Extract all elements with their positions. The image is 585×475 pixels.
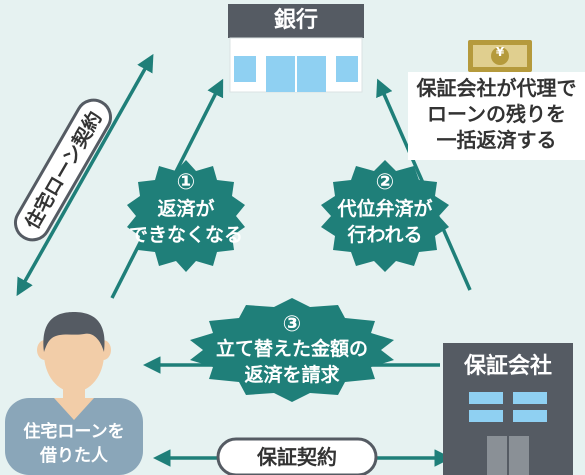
note-box — [408, 72, 585, 160]
burst-1 — [127, 160, 245, 272]
borrower-line-2: 借りた人 — [40, 446, 108, 466]
step-2-line-1: 代位弁済が — [337, 198, 433, 220]
yen-symbol: ¥ — [495, 45, 505, 59]
burst-2 — [321, 160, 449, 272]
step-1-number: ① — [176, 170, 196, 195]
step-3-line-1: 立て替えた金額の — [215, 338, 368, 360]
note-line-1: 保証会社が代理で — [416, 76, 577, 100]
guarantee-contract-pill — [216, 437, 378, 475]
burst-3 — [190, 298, 394, 402]
step-2-line-2: 行われる — [347, 224, 423, 246]
borrower-line-1: 住宅ローンを — [23, 422, 125, 442]
step-1-line-1: 返済が — [157, 198, 215, 220]
step-1-line-2: できなくなる — [128, 224, 243, 246]
borrower-person-icon — [5, 312, 143, 475]
loan-contract-pill — [14, 98, 112, 242]
step-2-number: ② — [375, 170, 395, 195]
guarantee-contract-label: 保証契約 — [257, 445, 337, 469]
note-line-2: ローンの残りを — [427, 102, 566, 126]
loan-contract-arrow — [16, 53, 154, 297]
step-3-line-2: 返済を請求 — [244, 364, 340, 386]
step-3-number: ③ — [282, 312, 302, 337]
bank-building-icon — [228, 4, 364, 93]
note-line-3: 一括返済する — [436, 128, 557, 152]
guarantor-label: 保証会社 — [463, 354, 552, 379]
bank-label: 銀行 — [273, 8, 318, 33]
banknote-icon — [468, 40, 532, 72]
guarantor-building-icon — [443, 343, 573, 475]
